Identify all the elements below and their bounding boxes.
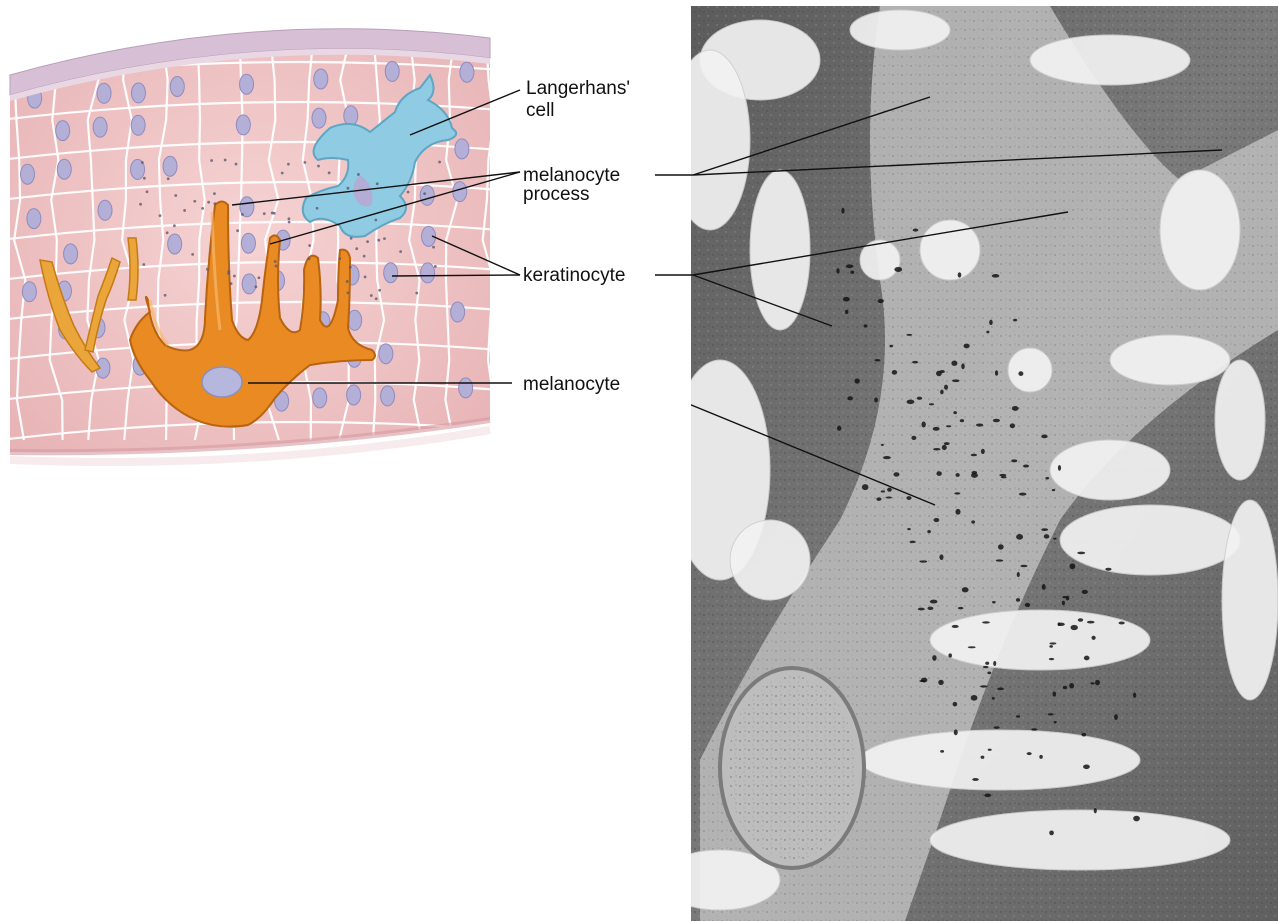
keratinocyte-nucleus xyxy=(241,233,255,253)
keratinocyte-nucleus xyxy=(312,108,326,128)
label-langerhans-cell: Langerhans' cell xyxy=(526,79,630,120)
keratinocyte-nucleus xyxy=(22,282,36,302)
keratinocyte-nucleus xyxy=(379,344,393,364)
electron-micrograph xyxy=(650,6,1278,921)
keratinocyte-nucleus xyxy=(170,77,184,97)
label-melanocyte-process: melanocyte process xyxy=(523,166,620,204)
keratinocyte-nucleus xyxy=(57,159,71,179)
keratinocyte-nucleus xyxy=(163,156,177,176)
keratinocyte-nucleus xyxy=(27,209,41,229)
keratinocyte-nucleus xyxy=(56,121,70,141)
keratinocyte-nucleus xyxy=(421,263,435,283)
keratinocyte-nucleus xyxy=(242,274,256,294)
keratinocyte-nucleus xyxy=(385,61,399,81)
keratinocyte-nucleus xyxy=(98,200,112,220)
melanocyte-nucleus xyxy=(202,367,242,397)
keratinocyte-nucleus xyxy=(93,117,107,137)
keratinocyte-nucleus xyxy=(460,62,474,82)
keratinocyte-nucleus xyxy=(381,386,395,406)
keratinocyte-nucleus xyxy=(131,115,145,135)
keratinocyte-nucleus xyxy=(97,83,111,103)
keratinocyte-nucleus xyxy=(451,302,465,322)
keratinocyte-nucleus xyxy=(455,139,469,159)
label-keratinocyte: keratinocyte xyxy=(523,266,625,285)
keratinocyte-nucleus xyxy=(131,83,145,103)
keratinocyte-nucleus xyxy=(313,388,327,408)
keratinocyte-nucleus xyxy=(314,69,328,89)
keratinocyte-nucleus xyxy=(168,234,182,254)
keratinocyte-nucleus xyxy=(459,378,473,398)
keratinocyte-nucleus xyxy=(347,385,361,405)
keratinocyte-nucleus xyxy=(240,74,254,94)
keratinocyte-nucleus xyxy=(420,185,434,205)
keratinocyte-nucleus xyxy=(21,164,35,184)
leader-keratinocyte-2 xyxy=(392,275,520,276)
label-melanocyte: melanocyte xyxy=(523,375,620,394)
keratinocyte-nucleus xyxy=(344,106,358,126)
epidermis-illustration xyxy=(0,0,520,470)
keratinocyte-nucleus xyxy=(384,263,398,283)
keratinocyte-nucleus xyxy=(236,115,250,135)
keratinocyte-nucleus xyxy=(453,182,467,202)
keratinocyte-nucleus xyxy=(64,244,78,264)
